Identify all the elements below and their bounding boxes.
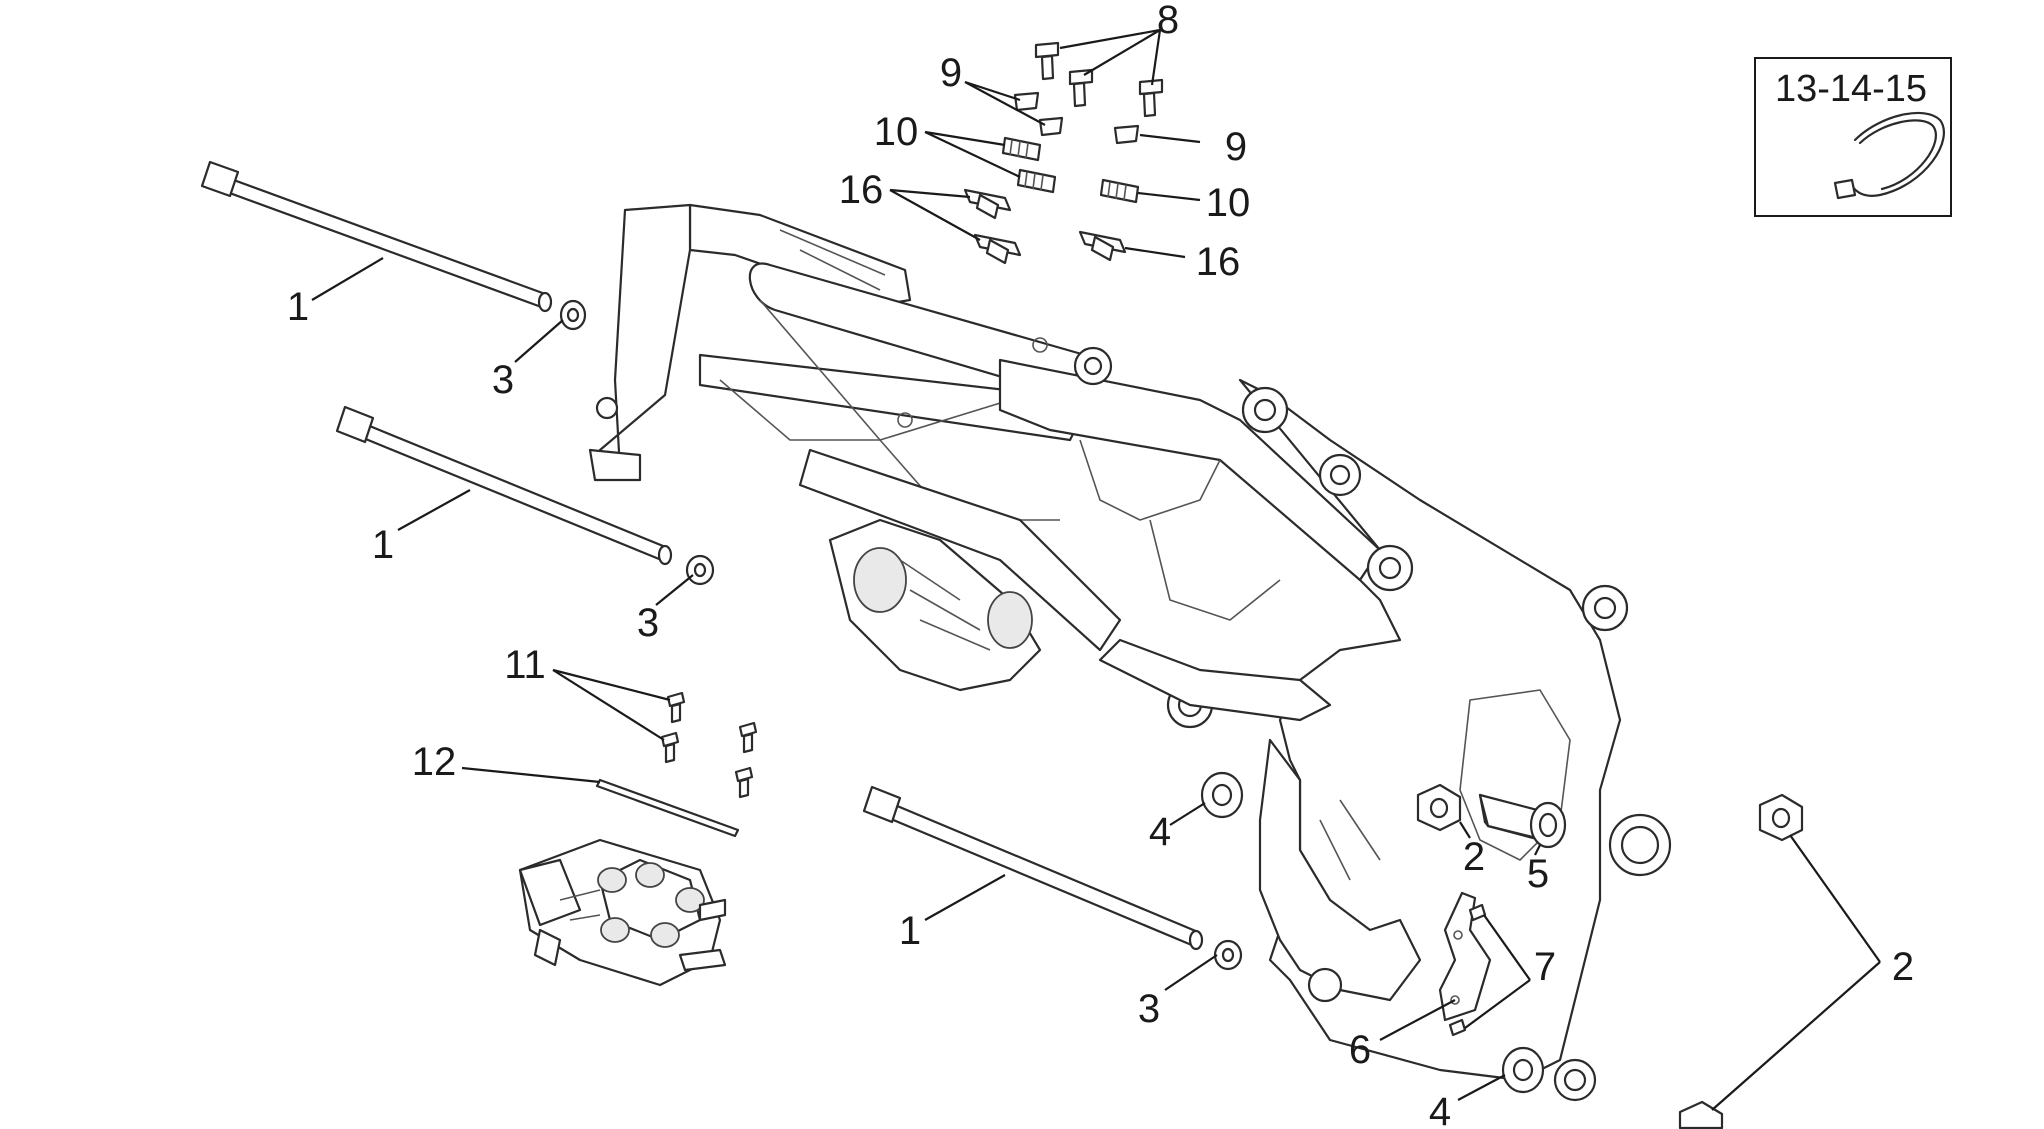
screw-small-lower: [1448, 1018, 1467, 1037]
spacer-upper: [1200, 771, 1244, 819]
bushing-9-b: [1038, 116, 1064, 137]
callout-10-right: 10: [1206, 181, 1251, 225]
sleeve: [1478, 793, 1567, 849]
screw-11-c: [738, 721, 758, 754]
inset-label: 13-14-15: [1775, 68, 1927, 110]
callout-3-middle: 3: [637, 601, 659, 645]
nut-center: [1416, 783, 1462, 832]
screw-11-b: [660, 731, 680, 764]
callout-7: 7: [1534, 945, 1556, 989]
nut-right-upper: [1758, 793, 1804, 842]
leader-lines: [311, 28, 1881, 1111]
callout-10-left: 10: [874, 110, 919, 154]
screw-11-a: [666, 691, 686, 724]
bolt-8-a: [1034, 41, 1060, 81]
callout-5: 5: [1527, 852, 1549, 896]
spring-10-b: [1016, 168, 1057, 194]
clip-16-c: [1078, 230, 1127, 262]
bolt-8-c: [1138, 78, 1164, 118]
bolt-8-b: [1068, 68, 1094, 108]
callout-labels: 1 1 1 3 3 3 4 4 2 2 5 6 7 8 9 9 10 10 16…: [287, 0, 1914, 1129]
callout-8: 8: [1157, 0, 1179, 42]
washer-upper: [559, 299, 587, 331]
callout-1-middle: 1: [372, 523, 394, 567]
callout-12: 12: [412, 740, 457, 784]
callout-16-left: 16: [839, 168, 884, 212]
nut-right-lower: [1678, 1100, 1724, 1129]
clip-16-b: [973, 233, 1022, 265]
callout-6: 6: [1349, 1028, 1371, 1072]
callout-16-right: 16: [1196, 240, 1241, 284]
callout-3-upper: 3: [492, 358, 514, 402]
callout-4-upper: 4: [1149, 810, 1171, 854]
callout-1-upper: 1: [287, 285, 309, 329]
cable-tie-icon: [1833, 111, 1945, 200]
long-bolt-lower: [862, 785, 1204, 951]
callout-11: 11: [504, 643, 546, 687]
spring-10-a: [1001, 136, 1042, 162]
callout-4-lower: 4: [1429, 1090, 1451, 1129]
callout-3-lower: 3: [1138, 987, 1160, 1031]
bushing-9-a: [1013, 91, 1040, 112]
long-bolt-upper: [200, 160, 553, 313]
callout-2-right: 2: [1892, 945, 1914, 989]
spring-10-c: [1099, 178, 1140, 204]
washer-middle: [685, 554, 715, 586]
inset-box: 13-14-15: [1754, 57, 1952, 217]
motorcycle-frame: [588, 203, 1672, 1102]
callout-2-center: 2: [1463, 835, 1485, 879]
spacer-lower: [1501, 1046, 1545, 1094]
long-bolt-middle: [335, 405, 673, 566]
callout-9-right: 9: [1225, 125, 1247, 169]
washer-lower: [1213, 939, 1243, 971]
clip-16-a: [963, 188, 1012, 220]
bushing-9-c: [1113, 124, 1140, 145]
control-unit: [518, 838, 727, 987]
gasket-strip: [595, 778, 740, 838]
screw-11-d: [734, 766, 754, 799]
callout-9-left: 9: [940, 51, 962, 95]
callout-1-lower: 1: [899, 909, 921, 953]
